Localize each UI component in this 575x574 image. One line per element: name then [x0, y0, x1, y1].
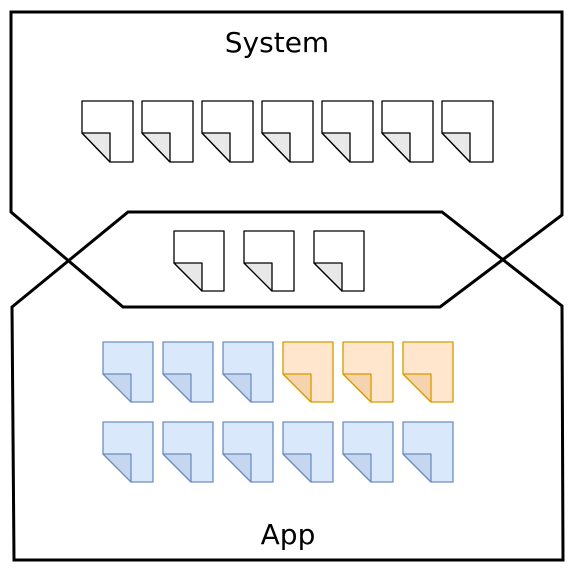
page-sheet — [162, 341, 214, 403]
system-title: System — [225, 26, 329, 59]
app-boundary — [10, 210, 565, 562]
page-sheet — [141, 100, 194, 163]
system-pages-group — [81, 100, 494, 163]
page-fold — [81, 132, 111, 163]
page-fold — [342, 373, 372, 403]
page-sheet — [201, 100, 254, 163]
page-fold — [313, 262, 343, 292]
page-sheet — [402, 341, 454, 403]
page-fold — [222, 453, 252, 483]
app-page-icon-blue — [102, 341, 154, 403]
page-sheet — [313, 230, 365, 292]
page-sheet — [321, 100, 374, 163]
app-pages-row-1 — [102, 341, 454, 403]
system-page-icon — [141, 100, 194, 163]
shared-page-icon — [313, 230, 365, 292]
page-sheet — [162, 421, 214, 483]
app-page-icon-blue — [162, 421, 214, 483]
page-fold — [222, 373, 252, 403]
app-page-icon-blue — [222, 341, 274, 403]
app-page-icon-orange — [402, 341, 454, 403]
system-page-icon — [261, 100, 314, 163]
shared-page-icon — [173, 230, 225, 292]
page-fold — [381, 132, 411, 163]
page-sheet — [441, 100, 494, 163]
app-page-icon-orange — [342, 341, 394, 403]
page-sheet — [222, 421, 274, 483]
page-fold — [321, 132, 351, 163]
page-fold — [402, 373, 432, 403]
page-fold — [162, 453, 192, 483]
page-fold — [441, 132, 471, 163]
page-sheet — [222, 341, 274, 403]
page-sheet — [282, 341, 334, 403]
page-sheet — [282, 421, 334, 483]
page-fold — [173, 262, 203, 292]
page-sheet — [243, 230, 295, 292]
app-page-icon-orange — [282, 341, 334, 403]
page-sheet — [81, 100, 134, 163]
system-page-icon — [321, 100, 374, 163]
page-sheet — [402, 421, 454, 483]
system-page-icon — [201, 100, 254, 163]
page-sheet — [173, 230, 225, 292]
page-sheet — [381, 100, 434, 163]
page-sheet — [102, 421, 154, 483]
page-fold — [102, 453, 132, 483]
page-fold — [282, 453, 312, 483]
page-fold — [141, 132, 171, 163]
page-sheet — [342, 421, 394, 483]
page-fold — [201, 132, 231, 163]
page-fold — [162, 373, 192, 403]
app-page-icon-blue — [342, 421, 394, 483]
page-fold — [243, 262, 273, 292]
system-page-icon — [441, 100, 494, 163]
system-page-icon — [381, 100, 434, 163]
page-sheet — [342, 341, 394, 403]
app-title: App — [261, 518, 316, 551]
app-page-icon-blue — [402, 421, 454, 483]
shared-pages-group — [173, 230, 365, 292]
shared-page-icon — [243, 230, 295, 292]
app-page-icon-blue — [102, 421, 154, 483]
app-page-icon-blue — [162, 341, 214, 403]
app-pages-row-2 — [102, 421, 454, 483]
page-fold — [282, 373, 312, 403]
page-sheet — [261, 100, 314, 163]
page-fold — [261, 132, 291, 163]
system-boundary — [9, 10, 564, 309]
page-fold — [402, 453, 432, 483]
page-sheet — [102, 341, 154, 403]
page-fold — [342, 453, 372, 483]
app-page-icon-blue — [222, 421, 274, 483]
system-page-icon — [81, 100, 134, 163]
page-fold — [102, 373, 132, 403]
app-page-icon-blue — [282, 421, 334, 483]
